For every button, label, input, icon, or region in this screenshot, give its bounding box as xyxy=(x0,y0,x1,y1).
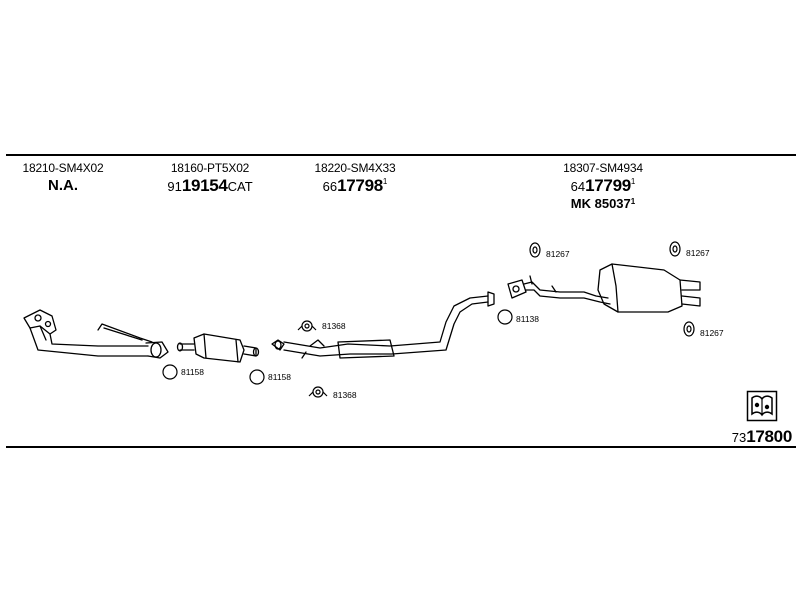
article-main: 17799 xyxy=(585,176,631,195)
mounting-kit: MK 850371 xyxy=(548,196,658,211)
column-header-middle-pipe: 18220-SM4X33 66177981 xyxy=(305,161,405,196)
designation-downpipe: N.A. xyxy=(48,177,78,194)
drawing-code-main: 17800 xyxy=(746,427,792,446)
part-number-rear-silencer: 18307-SM4934 xyxy=(563,161,643,175)
part-number-downpipe: 18210-SM4X02 xyxy=(22,161,104,175)
mk-number: 85037 xyxy=(594,196,631,211)
rubber-mount-81267-c[interactable]: 81267 xyxy=(683,321,724,338)
article-main: 17798 xyxy=(337,176,383,195)
rubber-mount-81267-a[interactable]: 81267 xyxy=(529,242,570,259)
article-middle-pipe: 66177981 xyxy=(305,176,405,196)
article-prefix: 91 xyxy=(167,179,182,194)
catalyst-part[interactable] xyxy=(176,333,260,363)
column-header-downpipe: 18210-SM4X02 N.A. xyxy=(18,161,108,194)
mk-label: MK xyxy=(570,196,591,211)
part-number-catalyst: 18160-PT5X02 xyxy=(170,161,250,175)
drawing-code-prefix: 73 xyxy=(731,430,747,445)
gasket-81158-b[interactable]: 81158 xyxy=(249,369,291,385)
column-header-rear-silencer: 18307-SM4934 64177991 MK 850371 xyxy=(548,161,658,211)
clip-label: 81368 xyxy=(333,390,357,400)
article-sup: 1 xyxy=(630,177,636,186)
clip-label: 81368 xyxy=(322,321,346,331)
clip-label: 81267 xyxy=(700,328,724,338)
mk-sup: 1 xyxy=(630,197,636,206)
article-sup: 1 xyxy=(382,177,388,186)
clip-label: 81158 xyxy=(268,372,291,382)
drawing-code: 7317800 xyxy=(731,427,793,447)
gasket-81138[interactable]: 81138 xyxy=(497,309,539,325)
article-prefix: 64 xyxy=(570,179,586,194)
bottom-rule xyxy=(6,446,796,448)
clip-label: 81267 xyxy=(546,249,570,259)
clip-label: 81267 xyxy=(686,248,710,258)
clamp-81368-b[interactable]: 81368 xyxy=(308,386,357,400)
top-rule xyxy=(6,154,796,156)
rubber-mount-81267-b[interactable]: 81267 xyxy=(669,241,710,258)
gasket-81158-a[interactable]: 81158 xyxy=(162,364,204,380)
article-rear-silencer: 64177991 xyxy=(548,176,658,196)
parts-book-icon xyxy=(746,390,778,422)
downpipe-part[interactable] xyxy=(23,309,169,359)
article-catalyst: 9119154CAT xyxy=(155,176,265,196)
article-suffix: CAT xyxy=(227,179,253,194)
column-header-catalyst: 18160-PT5X02 9119154CAT xyxy=(155,161,265,196)
article-prefix: 66 xyxy=(322,179,338,194)
part-number-middle-pipe: 18220-SM4X33 xyxy=(314,161,396,175)
clip-label: 81158 xyxy=(181,367,204,377)
rear-silencer-part[interactable] xyxy=(507,263,701,313)
clip-label: 81138 xyxy=(516,314,539,324)
middle-pipe-part[interactable] xyxy=(271,291,495,359)
article-main: 19154 xyxy=(181,176,228,195)
clamp-81368-a[interactable]: 81368 xyxy=(297,320,346,332)
